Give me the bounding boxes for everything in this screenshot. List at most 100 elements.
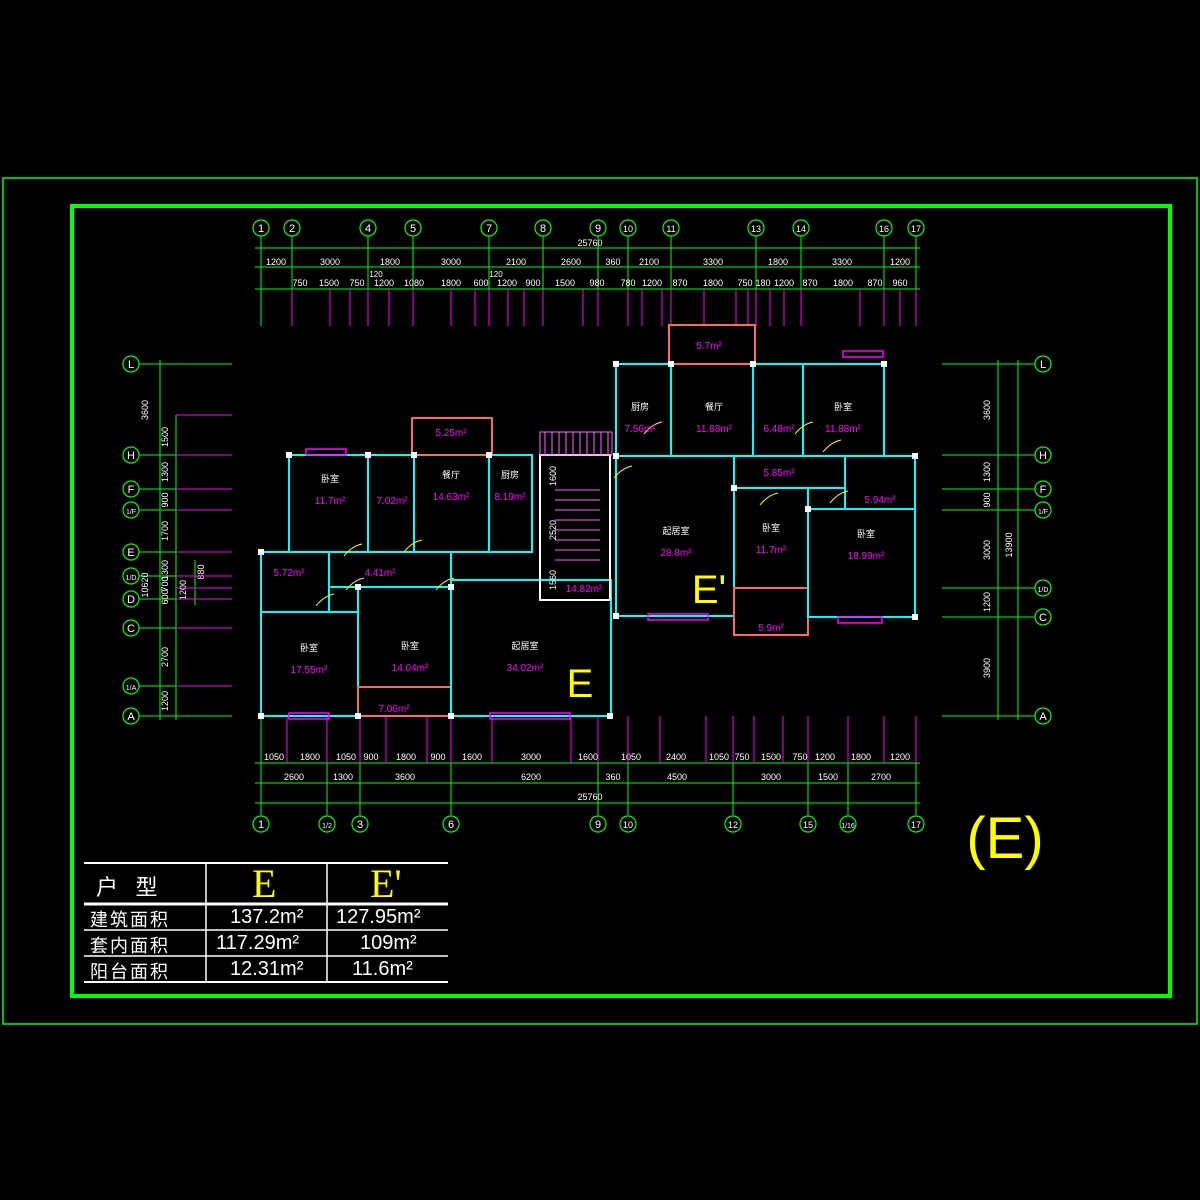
balcony-r-wall [668,324,756,365]
bottom-axis-bubble [351,815,369,833]
left-dim-value: 3600 [140,400,150,420]
bottom-axis-bubble [907,815,925,833]
bottom-axis: 1/16 [841,823,855,830]
bottom-axis-bubble [318,815,336,833]
left-dim-value: 1200 [178,580,188,600]
room-bedroom-r2-wall [733,487,809,589]
top-axis: 2 [289,223,295,235]
top-axis: 10 [623,224,633,234]
bottom-dim-value: 900 [430,752,445,762]
column [750,361,756,367]
bottom-dim-value: 1050 [709,752,729,762]
room-name: 起居室 [511,640,538,651]
top-dim-value: 1500 [555,278,575,288]
left-axis: 1/D [126,575,137,582]
room-area: 11.88m² [696,424,733,435]
column [448,584,454,590]
left-dim-value: 1200 [160,691,170,711]
door-arc [794,421,814,435]
plan-title: (E) [966,806,1043,871]
top-axis: 9 [595,223,601,235]
top-dim-value: 3300 [703,257,723,267]
bottom-axis-bubble [589,815,607,833]
top-dim-value: 980 [589,278,604,288]
room-area: 5.94m² [864,495,896,506]
room-area: 7.02m² [376,496,408,507]
right-axis: L [1040,359,1046,371]
bottom-dim-value: 2400 [666,752,686,762]
column [881,361,887,367]
column [912,453,918,459]
column [365,452,371,458]
bottom-axis: 1/2 [322,823,332,830]
top-dim-value: 750 [737,278,752,288]
column [613,453,619,459]
left-axis: H [127,450,135,462]
top-dim-value: 1200 [374,278,394,288]
column [613,361,619,367]
window [489,712,571,720]
top-dim-value: 900 [525,278,540,288]
top-dim-value: 870 [867,278,882,288]
top-axis: 1 [258,223,264,235]
stair-dim: 1560 [548,570,558,590]
right-dim-value: 900 [982,492,992,507]
room-name: 厨房 [501,469,519,480]
corridor-wall [328,551,452,588]
bottom-dim-value: 6200 [521,772,541,782]
bottom-dim-value: 1200 [815,752,835,762]
window [647,613,709,621]
unit-label-e-prime: E' [692,568,726,612]
left-dim-value: 900 [160,492,170,507]
left-dim-value: 1300 [160,462,170,482]
top-dim-value: 960 [892,278,907,288]
bottom-axis: 3 [357,819,363,831]
top-dim-value: 1200 [266,257,286,267]
top-dim-value: 1800 [833,278,853,288]
bottom-dim-value: 2600 [284,772,304,782]
bottom-dim-value: 1300 [333,772,353,782]
stair-dim: 2520 [548,520,558,540]
table-row-col1: 12.31m² [230,958,304,980]
bottom-dim-value: 3000 [521,752,541,762]
top-axis: 5 [410,223,416,235]
top-dim-value: 1200 [774,278,794,288]
left-axis: E [127,547,134,559]
room-area: 4.41m² [364,568,396,579]
column [607,713,613,719]
right-axis: 1/D [1038,587,1049,594]
right-axis: C [1039,612,1047,624]
column [912,614,918,620]
door-arc [759,492,779,506]
bottom-dim-value: 1050 [621,752,641,762]
right-dim-value: 3000 [982,540,992,560]
bottom-dim-value: 1800 [300,752,320,762]
inner-frame [70,204,1172,998]
room-area: 6.48m² [763,424,795,435]
top-dim-value: 1200 [497,278,517,288]
bottom-dim-value: 3600 [395,772,415,782]
bottom-axis: 1 [258,819,264,831]
column [486,452,492,458]
top-dim-value: 180 [755,278,770,288]
right-dim-value: 3900 [982,658,992,678]
left-dim-value: 1500 [160,427,170,447]
bottom-dim-value: 1500 [818,772,838,782]
room-area: 28.8m² [660,548,692,559]
stair-dim: 1600 [548,466,558,486]
top-dim-value: 1800 [380,257,400,267]
right-dim-value: 3600 [982,400,992,420]
top-dim-value: 870 [672,278,687,288]
top-dim-value: 1080 [404,278,424,288]
table-row-col2: 109m² [360,932,417,954]
top-dim-value: 2600 [561,257,581,267]
room-area: 5.72m² [273,568,305,579]
left-dim-value: 1300 [160,560,170,580]
column [805,506,811,512]
room-name: 起居室 [662,525,689,536]
bottom-dim-value: 1600 [578,752,598,762]
window [837,616,883,624]
building-plan [258,324,918,720]
